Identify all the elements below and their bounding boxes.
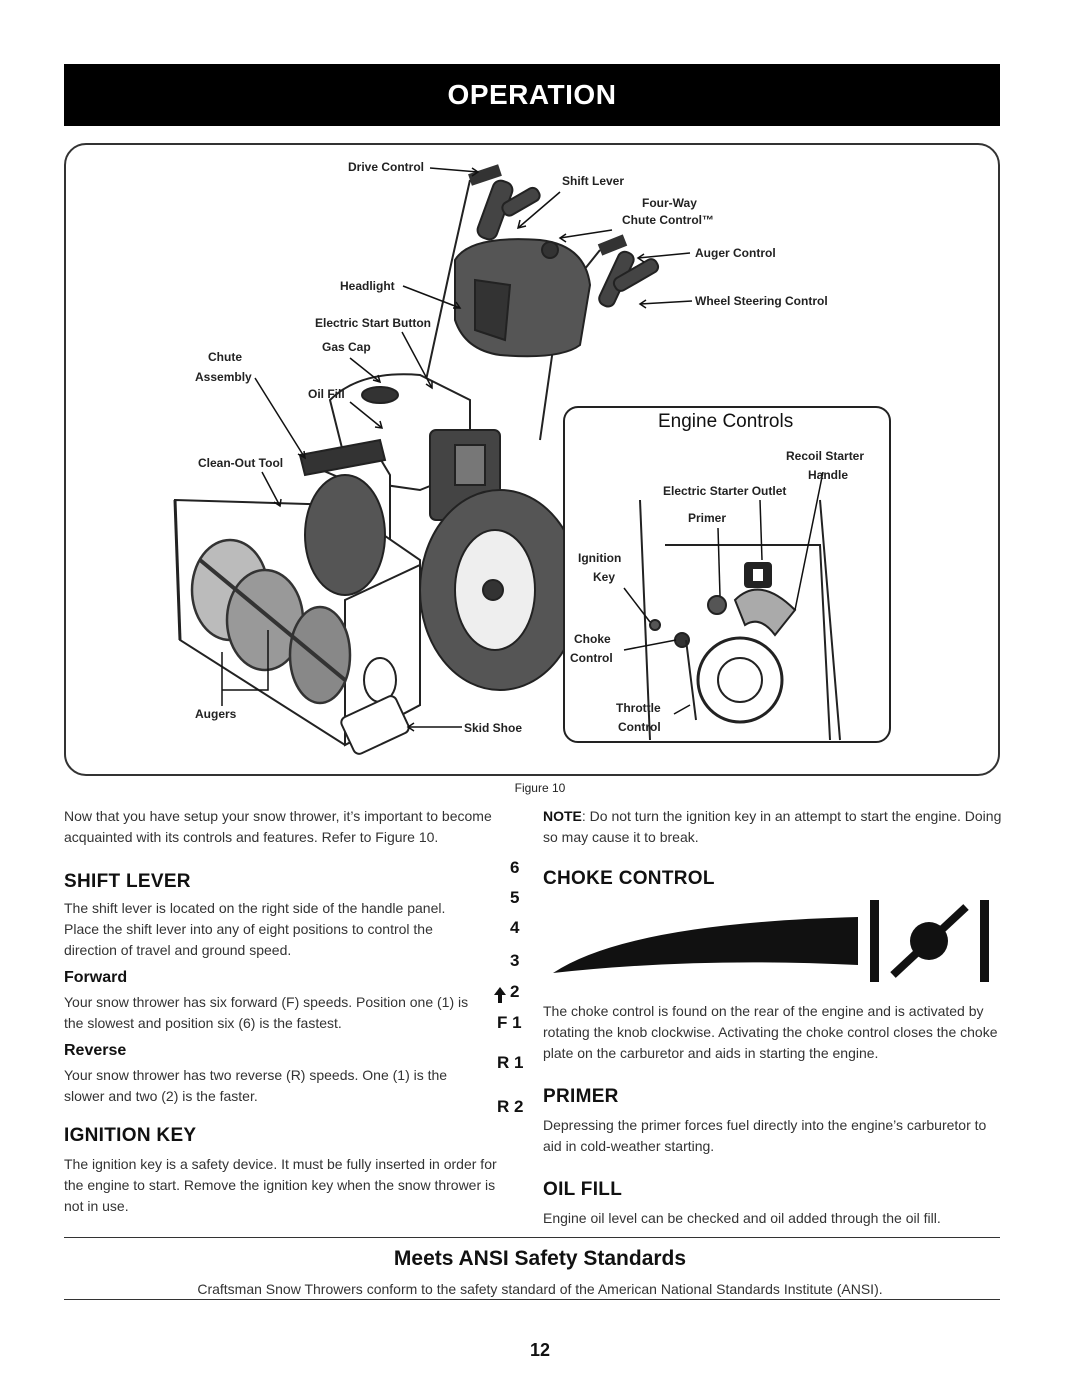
shift-lever-text: The shift lever is located on the right … <box>64 900 446 958</box>
engine-controls-title: Engine Controls <box>658 411 794 432</box>
shift-lever-heading: SHIFT LEVER <box>64 871 191 892</box>
label-oil-fill: Oil Fill <box>308 387 345 401</box>
label-recoil-starter: Recoil Starter <box>786 449 865 463</box>
footer-top-rule <box>64 1237 1000 1238</box>
label-throttle-control: Control <box>618 720 661 734</box>
label-clean-out-tool: Clean-Out Tool <box>198 456 284 470</box>
engine-controls-inset <box>563 406 891 743</box>
gear-3: 3 <box>510 951 520 970</box>
primer-section: PRIMER Depressing the primer forces fuel… <box>543 1086 1001 1157</box>
intro-paragraph: Now that you have setup your snow throwe… <box>64 806 516 848</box>
oil-fill-section: OIL FILL Engine oil level can be checked… <box>543 1179 1001 1229</box>
forward-heading: Forward <box>64 969 128 986</box>
label-shift-lever: Shift Lever <box>562 174 625 188</box>
reverse-heading: Reverse <box>64 1042 127 1059</box>
note-text: : Do not turn the ignition key in an att… <box>543 808 1002 845</box>
oil-fill-text: Engine oil level can be checked and oil … <box>543 1210 941 1226</box>
page-banner: OPERATION <box>64 64 1000 126</box>
label-four-way: Four-Way <box>642 196 697 210</box>
reverse-text: Your snow thrower has two reverse (R) sp… <box>64 1067 448 1104</box>
gear-r1: R 1 <box>497 1053 524 1072</box>
gear-4: 4 <box>510 918 520 937</box>
forward-text: Your snow thrower has six forward (F) sp… <box>64 994 469 1031</box>
ignition-key-heading: IGNITION KEY <box>64 1125 197 1146</box>
oil-fill-heading: OIL FILL <box>543 1179 623 1200</box>
footer-bottom-rule <box>64 1299 1000 1300</box>
label-choke-control: Control <box>570 651 613 665</box>
gear-r2: R 2 <box>497 1097 524 1116</box>
gear-5: 5 <box>510 888 520 907</box>
ansi-title: Meets ANSI Safety Standards <box>393 1247 687 1270</box>
primer-heading: PRIMER <box>543 1086 619 1107</box>
label-key: Key <box>593 570 616 584</box>
figure-frame <box>64 143 1000 776</box>
label-drive-control: Drive Control <box>348 160 425 174</box>
snow-thrower-illustration <box>173 164 891 755</box>
label-augers: Augers <box>195 707 237 721</box>
note-paragraph: NOTE: Do not turn the ignition key in an… <box>543 806 1003 848</box>
label-ignition: Ignition <box>578 551 622 565</box>
ignition-key-section: IGNITION KEY The ignition key is a safet… <box>64 1125 518 1217</box>
note-label: NOTE <box>543 808 582 824</box>
primer-text: Depressing the primer forces fuel direct… <box>543 1117 987 1154</box>
shift-lever-section: SHIFT LEVER The shift lever is located o… <box>64 871 474 1107</box>
label-chute-control: Chute Control™ <box>622 213 714 227</box>
choke-symbol-icon <box>553 900 989 982</box>
page-number: 12 <box>529 1340 551 1360</box>
choke-control-section: The choke control is found on the rear o… <box>543 1001 1001 1064</box>
figure-caption: Figure 10 <box>514 781 566 795</box>
intro-text: Now that you have setup your snow throwe… <box>64 808 492 845</box>
choke-heading-block: CHOKE CONTROL <box>543 868 843 889</box>
label-wheel-steering: Wheel Steering Control <box>695 294 828 308</box>
gear-f1: F 1 <box>497 1013 522 1032</box>
section-title: OPERATION <box>447 79 617 110</box>
ignition-key-text: The ignition key is a safety device. It … <box>64 1156 497 1214</box>
label-electric-starter-outlet: Electric Starter Outlet <box>663 484 787 498</box>
label-gas-cap: Gas Cap <box>322 340 371 354</box>
gear-6: 6 <box>510 858 520 877</box>
label-handle: Handle <box>808 468 849 482</box>
gear-arrow-up-icon <box>494 987 506 1003</box>
label-throttle: Throttle <box>616 701 661 715</box>
choke-control-text: The choke control is found on the rear o… <box>543 1003 998 1061</box>
label-chute: Chute <box>208 350 242 364</box>
label-electric-start-button: Electric Start Button <box>315 316 432 330</box>
label-choke: Choke <box>574 632 611 646</box>
label-primer: Primer <box>688 511 727 525</box>
choke-control-heading: CHOKE CONTROL <box>543 868 715 889</box>
label-skid-shoe: Skid Shoe <box>464 721 523 735</box>
ansi-text: Craftsman Snow Throwers conform to the s… <box>197 1281 883 1297</box>
label-auger-control: Auger Control <box>695 246 776 260</box>
gear-2: 2 <box>510 982 520 1001</box>
label-assembly: Assembly <box>195 370 252 384</box>
label-headlight: Headlight <box>340 279 395 293</box>
